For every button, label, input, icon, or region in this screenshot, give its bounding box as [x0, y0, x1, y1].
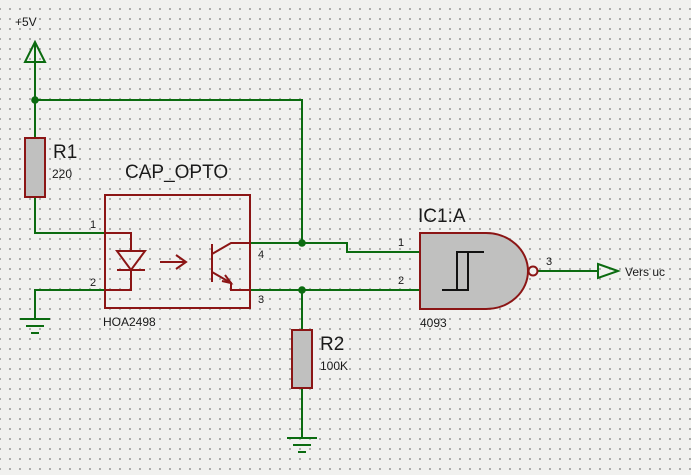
nand-gate[interactable]	[419, 232, 539, 310]
gate-pin-2: 2	[398, 275, 404, 287]
gate-part: 4093	[420, 316, 447, 330]
resistor-r1[interactable]	[24, 137, 46, 198]
opto-pin-4: 4	[258, 249, 264, 261]
junction-pin3	[298, 286, 306, 294]
wire-r1-opto-pin1	[34, 196, 106, 234]
gate-inversion-bubble	[527, 265, 539, 277]
phototransistor-icon	[211, 242, 250, 291]
output-label: Vers uc	[625, 265, 665, 279]
schmitt-trigger-icon	[442, 251, 484, 291]
wire-pin4-gate-in1	[249, 242, 421, 253]
opto-pin-3: 3	[258, 294, 264, 306]
ground-icon	[287, 437, 317, 453]
led-icon	[105, 232, 147, 291]
wire-vcc-rail	[34, 99, 303, 244]
junction-pin4	[298, 239, 306, 247]
power-arrow-icon	[23, 39, 47, 63]
light-arrow-icon	[160, 254, 188, 270]
opto-body	[104, 194, 251, 309]
gate-pin-3: 3	[546, 256, 552, 268]
r2-ref: R2	[320, 334, 344, 355]
r1-value: 220	[52, 167, 72, 181]
ground-icon	[20, 318, 50, 334]
resistor-r2[interactable]	[291, 329, 313, 389]
gate-ref: IC1:A	[418, 206, 466, 227]
gate-pin-1: 1	[398, 237, 404, 249]
opto-ref: CAP_OPTO	[125, 162, 228, 183]
opto-pin-2: 2	[90, 277, 96, 289]
junction-vcc	[31, 96, 39, 104]
opto-pin-1: 1	[90, 219, 96, 231]
power-label: +5V	[15, 15, 37, 29]
opto-part: HOA2498	[103, 315, 156, 329]
r2-value: 100K	[320, 359, 348, 373]
gate-body	[419, 232, 529, 310]
wire-opto-pin2-ground	[34, 289, 106, 319]
optocoupler[interactable]	[104, 194, 251, 309]
output-port-arrow-icon	[597, 262, 622, 280]
r1-ref: R1	[53, 142, 77, 163]
